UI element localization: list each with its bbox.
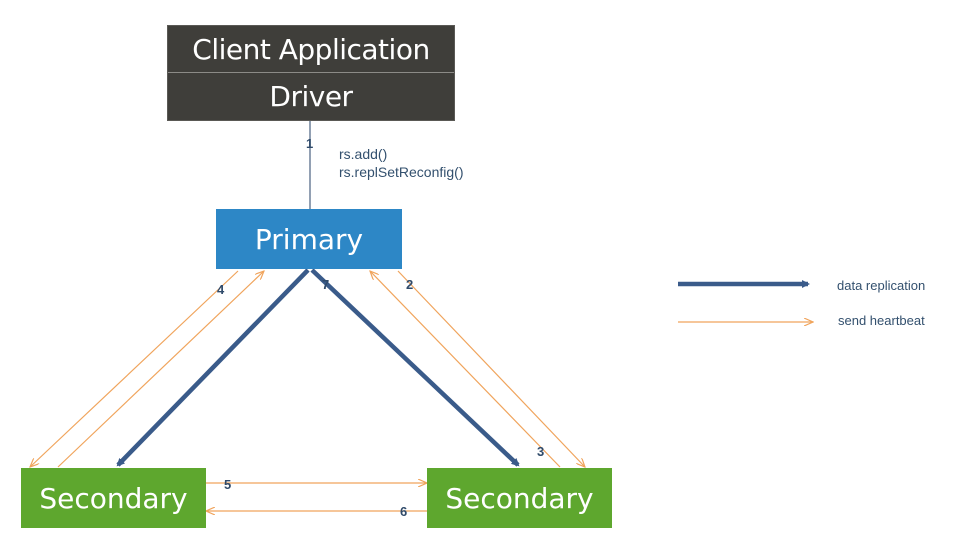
step-label-1: 1: [306, 136, 314, 151]
replication-arrow-left: [116, 268, 310, 467]
heartbeat-primary-to-right: [397, 270, 585, 467]
heartbeat-primary-to-left: [30, 270, 239, 467]
secondary-node-left: Secondary: [21, 468, 206, 528]
primary-node: Primary: [216, 209, 402, 269]
heartbeat-right-to-primary: [370, 271, 561, 468]
command-rs-replsetreconfig: rs.replSetReconfig(): [339, 164, 464, 180]
heartbeat-left-to-primary: [57, 271, 264, 468]
step-label-7: 7: [322, 277, 330, 292]
step-label-5: 5: [224, 477, 232, 492]
step-label-4: 4: [217, 282, 225, 297]
command-rs-add: rs.add(): [339, 146, 388, 162]
step-label-6: 6: [400, 504, 408, 519]
step-label-2: 2: [406, 277, 414, 292]
replication-arrow-right: [310, 268, 520, 467]
step-label-3: 3: [537, 444, 545, 459]
legend-send-heartbeat-label: send heartbeat: [838, 313, 925, 328]
legend-data-replication-label: data replication: [837, 278, 926, 293]
secondary-node-right: Secondary: [427, 468, 612, 528]
client-application-box: Client Application Driver: [167, 25, 455, 121]
driver-label: Driver: [269, 79, 353, 113]
client-application-label: Client Application: [168, 26, 454, 73]
